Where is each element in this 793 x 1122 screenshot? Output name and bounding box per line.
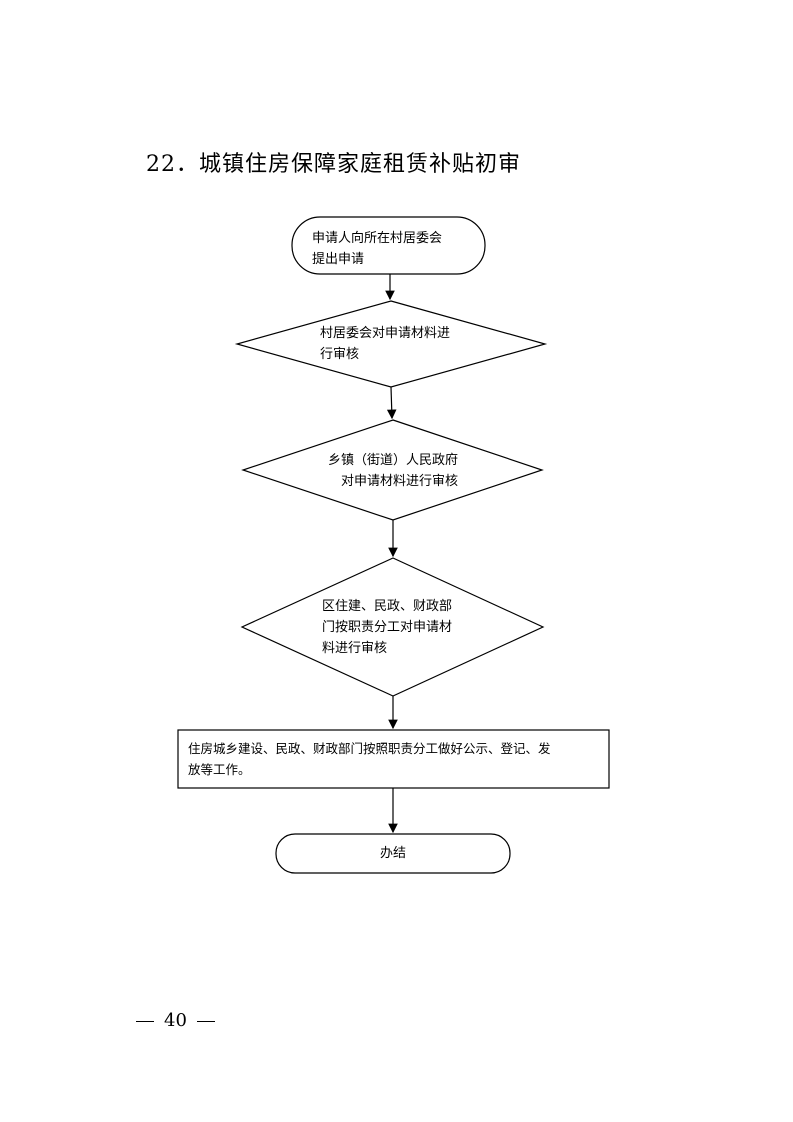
review-2-line-2: 对申请材料进行审核 [340, 474, 458, 489]
review-2-line-1: 乡镇（街道）人民政府 [327, 453, 458, 468]
start-node-line-1: 申请人向所在村居委会 [312, 231, 443, 246]
arrow-review-1-to-review-2 [386, 386, 397, 420]
page-title: 22．城镇住房保障家庭租赁补贴初审 [146, 152, 521, 177]
review-1-line-2: 行审核 [320, 347, 360, 362]
process-node-shape [177, 729, 610, 789]
review-3-text: 区住建、民政、财政部 门按职责分工对申请材 料进行审核 [322, 596, 452, 659]
end-line-1: 办结 [379, 846, 406, 861]
review-1-line-1: 村居委会对申请材料进 [320, 326, 451, 341]
process-line-2: 放等工作。 [188, 762, 251, 777]
end-node-shape [275, 833, 511, 874]
review-3-line-1: 区住建、民政、财政部 [322, 599, 453, 614]
end-node-text: 办结 [277, 843, 509, 864]
review-3-line-2: 门按职责分工对申请材 [322, 620, 453, 635]
start-node-text: 申请人向所在村居委会 提出申请 [312, 228, 442, 270]
start-node-line-2: 提出申请 [312, 252, 365, 267]
page-number: 40 [164, 1010, 187, 1031]
start-node-shape [291, 216, 486, 275]
review-1-text: 村居委会对申请材料进 行审核 [320, 323, 450, 365]
footer-dash-left [136, 1020, 154, 1022]
process-line-1: 住房城乡建设、民政、财政部门按照职责分工做好公示、登记、发 [188, 741, 551, 756]
review-2-text: 乡镇（街道）人民政府 对申请材料进行审核 [324, 450, 458, 492]
footer-dash-right [196, 1020, 215, 1022]
process-node-text: 住房城乡建设、民政、财政部门按照职责分工做好公示、登记、发 放等工作。 [188, 738, 551, 780]
review-3-line-3: 料进行审核 [322, 641, 388, 656]
page-footer: 40 [126, 1010, 225, 1031]
